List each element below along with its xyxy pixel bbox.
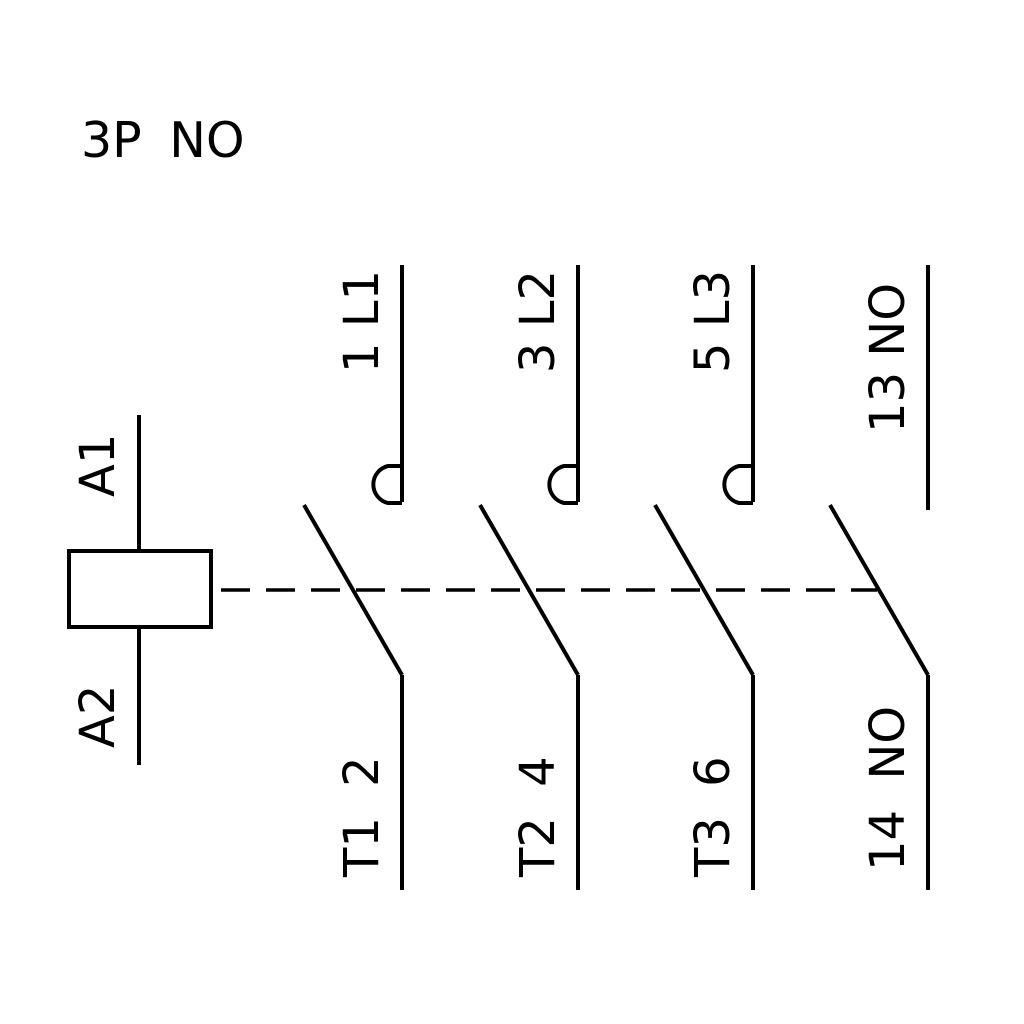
pole2-top-terminal-label: 3 L2 [510,270,566,373]
pole2-bottom-terminal-label: T2 4 [510,756,566,878]
coil-symbol: A1 A2 [67,415,213,765]
pole1-main-contact-hook [371,464,402,505]
pole1-bottom-terminal-label: T1 2 [334,756,390,878]
coil-terminal-label-a2: A2 [70,685,126,748]
pole3-bottom-terminal-label: T3 6 [685,756,741,878]
aux-bottom-terminal-label: 14 NO [860,706,916,871]
diagram-title: 3P NO [81,112,245,169]
pole2-main-contact-hook [547,464,578,505]
pole3-main-contact-hook [722,464,753,505]
pole1-top-terminal-label: 1 L1 [334,270,390,373]
aux-moving-contact-arm [828,504,930,676]
aux-top-terminal-label: 13 NO [860,283,916,433]
main-pole-1: 1 L1 T1 2 [302,265,404,890]
main-pole-2: 3 L2 T2 4 [478,265,580,890]
main-pole-3: 5 L3 T3 6 [653,265,755,890]
pole3-moving-contact-arm [653,504,755,676]
pole1-moving-contact-arm [302,504,404,676]
coil-terminal-label-a1: A1 [70,434,126,497]
pole2-moving-contact-arm [478,504,580,676]
pole3-top-terminal-label: 5 L3 [685,270,741,373]
coil-body [67,549,213,629]
auxiliary-no-contact: 13 NO 14 NO [828,265,930,890]
